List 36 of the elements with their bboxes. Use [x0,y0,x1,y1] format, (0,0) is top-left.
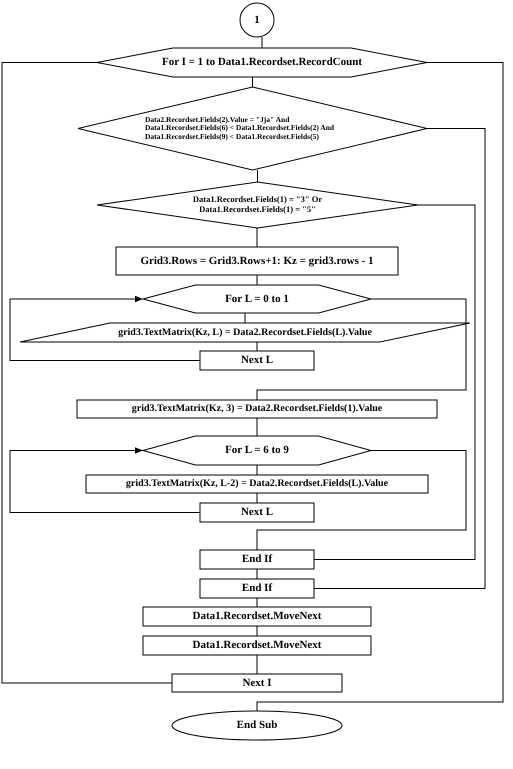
connector-line [256,62,504,712]
connector-line [10,447,200,513]
connector-line [256,228,258,248]
node-label: Next L [240,354,274,367]
connector-line [256,418,258,436]
node-label: End Sub [236,719,278,732]
connector-line [314,128,486,589]
connector-line [256,626,258,636]
connector-line [256,298,466,400]
node-label: Data1.Recordset.MoveNext [192,610,322,623]
node-label: Data1.Recordset.Fields(1) = "3" Or Data1.Recordset.Fields(1) = "5" [192,195,324,215]
node-label: For L = 6 to 9 [225,444,289,457]
node-label: grid3.TextMatrix(Kz, L-2) = Data2.Recordset.Fields(L).Value [126,478,388,490]
node-label: grid3.TextMatrix(Kz, L) = Data2.Recordset.Fields(L).Value [118,326,372,338]
connector-line [252,76,253,88]
connector-line [256,568,258,580]
node-label: Data1.Recordset.MoveNext [192,639,322,652]
node-label: Next I [242,676,272,690]
node-label: End If [242,582,272,595]
node-label: Grid3.Rows = Grid3.Rows+1: Kz = grid3.rows - 1 [140,254,374,268]
connector-line [257,170,258,182]
connector-line [314,204,476,560]
node-label: Next L [240,506,274,519]
connector-line [256,492,258,504]
node-label: End If [242,553,272,566]
connector-line [256,450,466,550]
connector-line [2,62,172,684]
node-label: 1 [254,14,260,26]
connector-line [256,654,258,674]
node-label: For I = 1 to Data1.Recordset.RecordCount [162,56,362,69]
connector-line [10,296,200,361]
connector-line [244,312,246,324]
node-label: grid3.TextMatrix(Kz, 3) = Data2.Recordset.Fields(1).Value [132,403,382,415]
node-label: For L = 0 to 1 [225,292,289,306]
connector-line [256,464,258,476]
connector-line [256,274,258,286]
